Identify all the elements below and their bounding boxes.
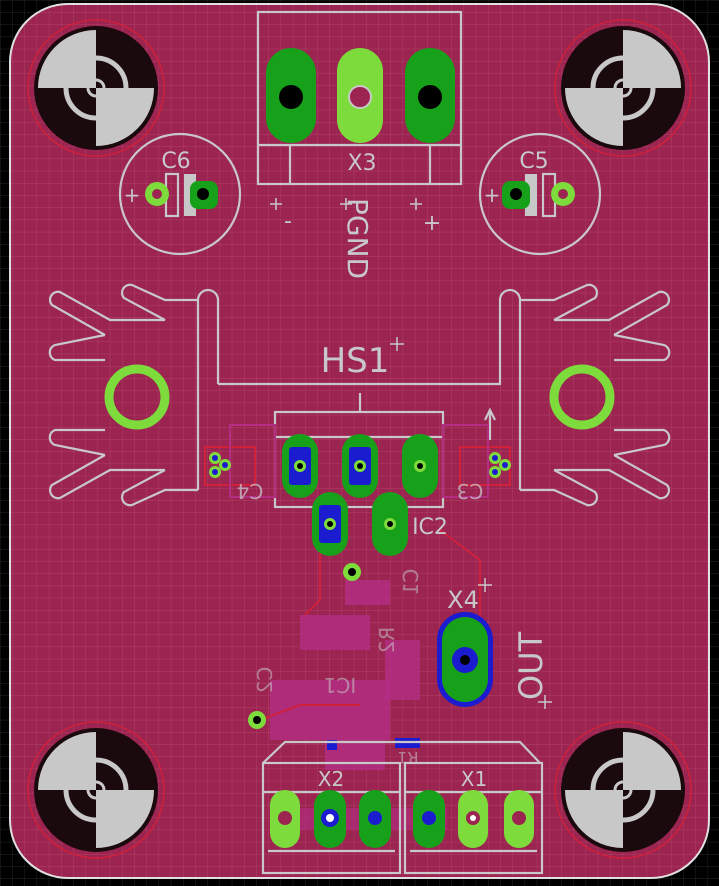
capacitor-c5 [478, 132, 602, 256]
via-group [248, 563, 361, 729]
label-c1-mirrored: C1 [399, 569, 423, 596]
label-hs1: HS1 [321, 341, 390, 381]
label-c2-mirrored: C2 [253, 667, 277, 694]
label-c6: C6 [161, 149, 190, 174]
connector-x2-x1 [261, 740, 544, 875]
label-ic2: IC2 [412, 515, 448, 540]
label-minus: - [284, 209, 292, 234]
mount-hole-top-right [554, 19, 692, 157]
label-ic1-mirrored: IC1 [324, 673, 357, 697]
label-c4-mirrored: C4 [237, 479, 264, 503]
label-pgnd: PGND [341, 198, 374, 279]
label-r2-mirrored: R2 [375, 627, 399, 654]
mount-hole-bottom-left [27, 721, 165, 859]
label-c6-plus: + [124, 183, 141, 207]
mount-hole-bottom-right [554, 721, 692, 859]
capacitor-c6 [118, 132, 242, 256]
mount-hole-top-left [27, 19, 165, 157]
label-x1: X1 [461, 767, 487, 791]
label-x4: X4 [447, 586, 479, 614]
connector-x3 [256, 10, 463, 186]
origin-markers [270, 198, 552, 709]
label-r1-mirrored: R1 [397, 748, 418, 767]
label-out: OUT [512, 631, 550, 700]
label-c5: C5 [519, 149, 548, 174]
silkscreen-labels: C6 C5 X3 - + + + PGND HS1 IC2 X4 OUT X2 … [124, 149, 550, 791]
label-c3-mirrored: C3 [457, 479, 484, 503]
label-c5-plus: + [484, 183, 501, 207]
regulator-ic2 [209, 393, 511, 556]
connector-x4 [437, 612, 493, 707]
label-plus: + [423, 211, 441, 236]
label-x2: X2 [318, 767, 344, 791]
label-x3: X3 [347, 151, 376, 176]
board-outline [9, 3, 710, 879]
heatsink-hs1 [48, 283, 671, 507]
